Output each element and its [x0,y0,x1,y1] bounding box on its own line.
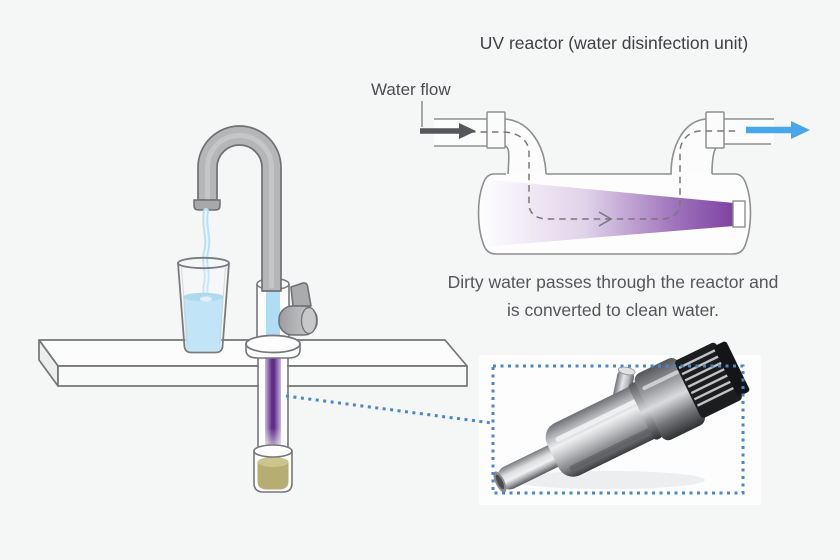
uv-lamp-window [732,200,746,228]
glass-of-water [177,256,230,354]
caption-line-2: is converted to clean water. [506,300,720,320]
uv-device-photo [493,341,750,493]
caption-line-1: Dirty water passes through the reactor a… [447,272,779,292]
device-heatsink-fins [675,341,750,418]
gooseneck-faucet [193,125,282,292]
flow-direction-chevron [598,211,613,227]
glass-water [183,297,224,352]
dirty-water-arrow [420,123,476,139]
outlet-fitting [705,111,725,149]
callout-leader-line [285,394,493,425]
caption: Dirty water passes through the reactor a… [415,268,811,324]
uv-purple-column [265,352,281,451]
faucet-spout-tip [193,199,221,211]
clean-water-column [266,289,280,346]
diagram-title: UV reactor (water disinfection unit) [479,33,749,53]
device-collar [634,358,705,441]
uv-beam [482,179,734,247]
inlet-fitting [486,111,506,149]
flow-path-dashed [446,130,740,220]
device-photo-callout [285,341,761,505]
faucet-valve-handle [278,282,318,336]
callout-dotted-box [491,364,745,495]
dirty-water-cartridge [253,444,293,493]
counter-flange [245,334,301,359]
under-counter-uv-tube [257,352,289,451]
water-flow-label: Water flow [371,80,451,99]
clean-water-arrow [746,121,810,139]
inlet-pipe [434,118,547,175]
device-outlet-pipe [497,443,566,490]
reactor-schematic [420,101,810,255]
dirty-water [257,462,289,490]
faucet-scene [38,125,468,493]
